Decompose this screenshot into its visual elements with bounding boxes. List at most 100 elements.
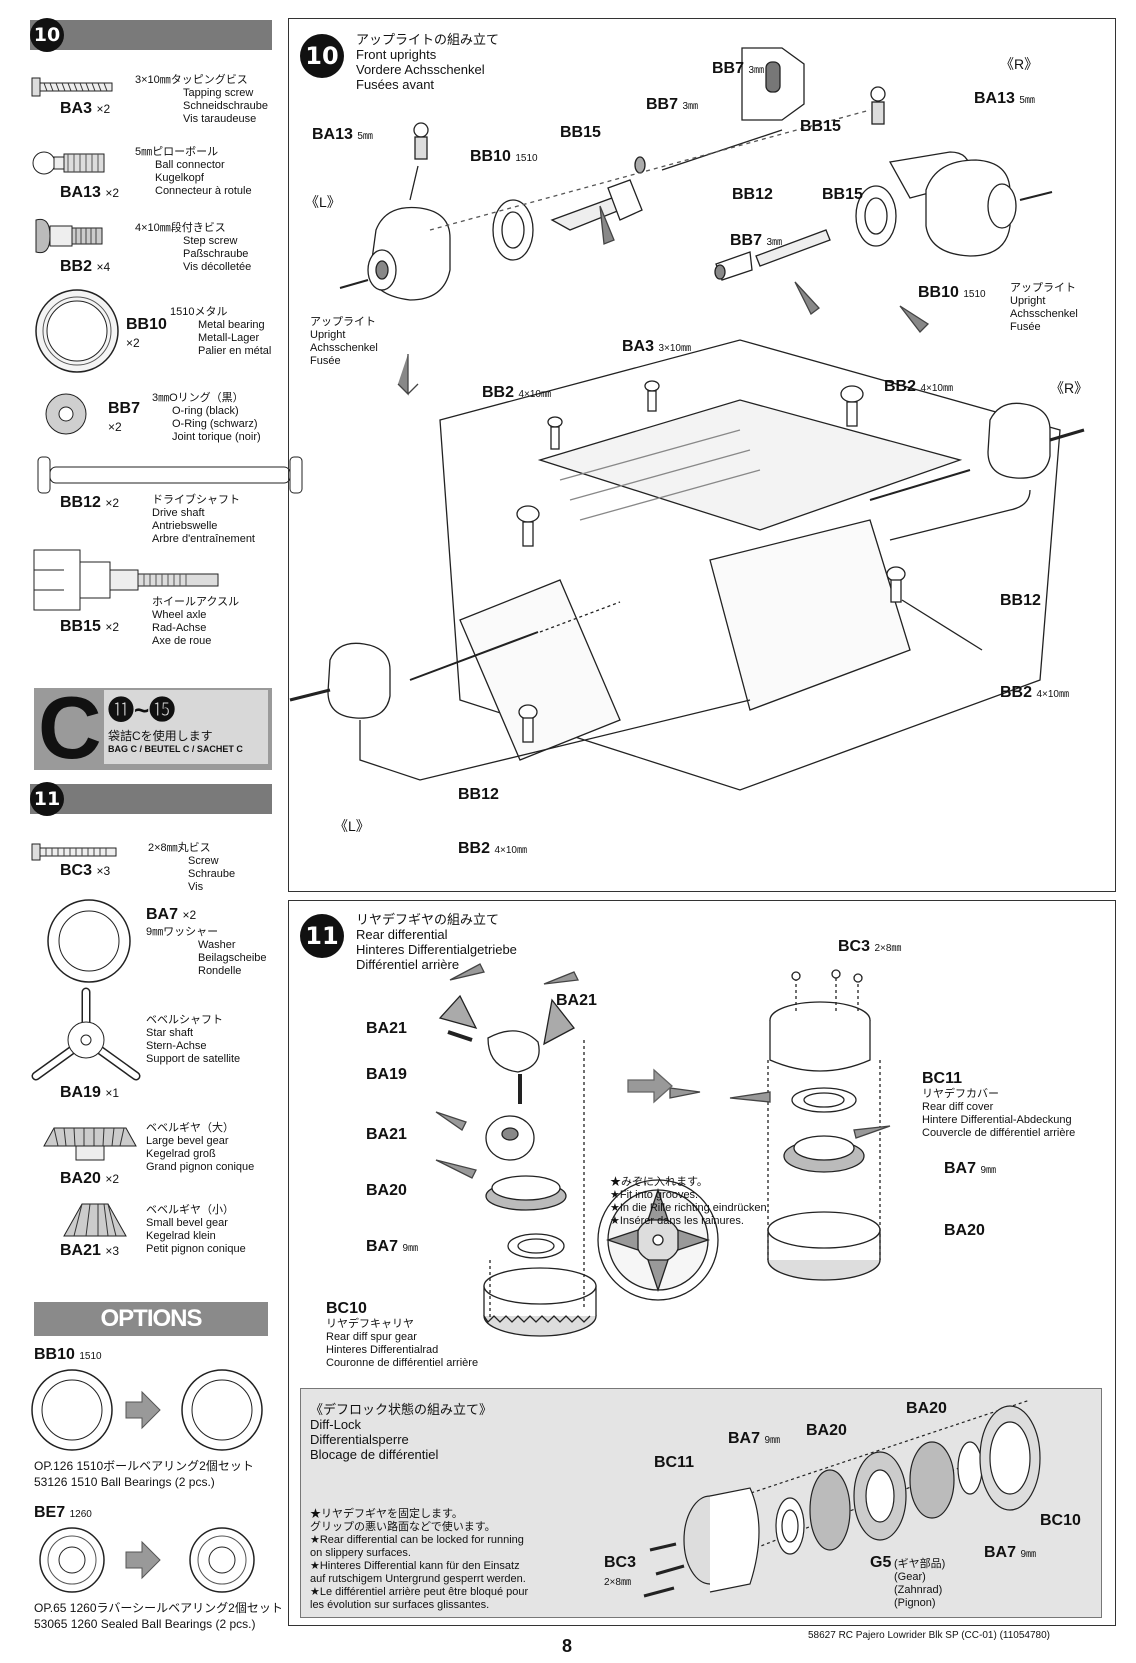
label-grooves: ★みぞに入れます。 ★Fit into grooves. ★In die Ril…	[610, 1176, 770, 1227]
part-bb12-desc: ドライブシャフト Drive shaft Antriebswelle Arbre…	[152, 494, 255, 545]
label-bb2-b: BB2 4×10㎜	[884, 378, 953, 395]
ball-connector-icon	[32, 151, 105, 175]
label-bb2-a: BB2 4×10㎜	[482, 384, 551, 401]
drive-shaft-icon	[37, 456, 303, 494]
option-bb10-code: BB10 1510	[34, 1346, 102, 1363]
label-bb12-bottom: BB12	[458, 786, 499, 803]
label-dl-g5-desc: (ギヤ部品) (Gear) (Zahnrad) (Pignon)	[894, 1558, 946, 1609]
label-bb12-top: BB12	[732, 186, 773, 203]
tapping-screw-icon	[31, 77, 113, 97]
label-ba21-a: BA21	[556, 992, 597, 1009]
label-dl-ba7-top: BA7 9㎜	[728, 1430, 781, 1447]
step-screw-icon	[35, 218, 103, 254]
label-ba21-b: BA21	[366, 1020, 407, 1037]
wheel-axle-icon	[33, 549, 219, 611]
label-ba13-right: BA13 5㎜	[974, 90, 1035, 107]
step10-title: アップライトの組み立て Front uprights Vordere Achss…	[356, 32, 500, 92]
difflock-exploded-diagram	[643, 1399, 1041, 1598]
label-ba20-right: BA20	[944, 1222, 985, 1239]
difflock-title: 《デフロック状態の組み立て》 Diff-Lock Differentialspe…	[310, 1402, 493, 1462]
part-bb10-desc: 1510メタル Metal bearing Metall-Lager Palie…	[170, 306, 272, 357]
label-bc10-desc: リヤデフキャリヤ Rear diff spur gear Hinteres Di…	[326, 1318, 479, 1369]
part-ba20-desc: ベベルギヤ（大） Large bevel gear Kegelrad groß …	[146, 1122, 255, 1173]
step10-badge: 10	[30, 18, 64, 52]
part-ba13-code: BA13 ×2	[60, 184, 120, 201]
difflock-notes: ★リヤデフギヤを固定します。 グリップの悪い路面などで使います。 ★Rear d…	[310, 1508, 529, 1611]
part-ba21-desc: ベベルギヤ（小） Small bevel gear Kegelrad klein…	[146, 1204, 246, 1255]
part-bb10-code: BB10×2	[126, 316, 167, 350]
part-bc3-desc: 2×8㎜丸ビス Screw Schraube Vis	[148, 842, 236, 893]
rear-diff-exploded-diagram	[435, 963, 891, 1337]
footer-ref: 58627 RC Pajero Lowrider Blk SP (CC-01) …	[808, 1630, 1050, 1641]
option-bb10-desc: OP.126 1510ボールベアリング2個セット 53126 1510 Ball…	[34, 1459, 254, 1489]
label-dl-ba20-mid: BA20	[806, 1422, 847, 1439]
label-bb7-top: BB7 3㎜	[712, 60, 765, 77]
label-upright-left: アップライト Upright Achsschenkel Fusée	[310, 316, 378, 367]
part-bb7-desc: 3㎜Oリング（黒） O-ring (black) O-Ring (schwarz…	[152, 392, 261, 443]
label-bb10-right: BB10 1510	[918, 284, 986, 301]
metal-bearing-icon	[35, 289, 119, 373]
label-ba3: BA3 3×10㎜	[622, 338, 691, 355]
step11-badge: 11	[30, 782, 64, 816]
label-bb15-left: BB15	[560, 124, 601, 141]
label-bb15-right: BB15	[822, 186, 863, 203]
part-ba19-code: BA19 ×1	[60, 1084, 120, 1101]
front-upright-exploded-diagram	[289, 47, 1085, 791]
label-bc11: BC11	[922, 1070, 963, 1087]
option-sealed-bearing-icon	[39, 1527, 255, 1593]
part-ba7-desc: 9㎜ワッシャー Washer Beilagscheibe Rondelle	[146, 926, 267, 977]
label-bc3-top: BC3 2×8㎜	[838, 938, 902, 955]
washer-icon	[47, 899, 131, 983]
label-dl-g5: G5	[870, 1554, 892, 1571]
step10-panel-badge: 10	[300, 34, 344, 78]
option-be7-desc: OP.65 1260ラバーシールベアリング2個セット 53065 1260 Se…	[34, 1601, 283, 1631]
label-dl-bc10: BC10	[1040, 1512, 1081, 1529]
label-bb10-left: BB10 1510	[470, 148, 538, 165]
step11-panel	[288, 900, 1116, 1626]
part-bc3-code: BC3 ×3	[60, 862, 111, 879]
label-l-top: 《L》	[305, 194, 341, 210]
label-ba7-left: BA7 9㎜	[366, 1238, 419, 1255]
label-bb7-right: BB7 3㎜	[730, 232, 783, 249]
label-ba19: BA19	[366, 1066, 407, 1083]
part-ba3-code: BA3 ×2	[60, 100, 111, 117]
label-bb2-d: BB2 4×10㎜	[458, 840, 527, 857]
label-bc11-desc: リヤデフカバー Rear diff cover Hintere Differen…	[922, 1088, 1076, 1139]
label-r-top: 《R》	[1000, 56, 1039, 72]
page-number: 8	[562, 1636, 573, 1656]
label-ba21-c: BA21	[366, 1126, 407, 1143]
part-ba20-code: BA20 ×2	[60, 1170, 120, 1187]
bag-info: ⓫~⓯ 袋詰Cを使用します BAG C / BEUTEL C / SACHET …	[104, 690, 268, 764]
label-bb12-right: BB12	[1000, 592, 1041, 609]
large-bevel-gear-icon	[43, 1127, 137, 1161]
part-ba13-desc: 5㎜ピローボール Ball connector Kugelkopf Connec…	[135, 146, 252, 197]
part-bb7-code: BB7×2	[108, 400, 141, 434]
label-l-bottom: 《L》	[334, 818, 370, 834]
bag-label: BAG C / BEUTEL C / SACHET C	[108, 744, 243, 754]
part-ba7-code: BA7 ×2	[146, 906, 197, 923]
part-bb2-code: BB2 ×4	[60, 258, 111, 275]
option-be7-code: BE7 1260	[34, 1504, 92, 1521]
label-upright-right: アップライト Upright Achsschenkel Fusée	[1010, 282, 1078, 333]
part-ba19-desc: ベベルシャフト Star shaft Stern-Achse Support d…	[146, 1014, 241, 1065]
label-bc10: BC10	[326, 1300, 367, 1317]
o-ring-icon	[45, 393, 87, 435]
options-header: OPTIONS	[34, 1302, 268, 1336]
label-dl-ba7-bottom: BA7 9㎜	[984, 1544, 1037, 1561]
part-bb15-code: BB15 ×2	[60, 618, 120, 635]
label-bb7-mid: BB7 3㎜	[646, 96, 699, 113]
step11-panel-badge: 11	[300, 914, 344, 958]
step11-title: リヤデフギヤの組み立て Rear differential Hinteres D…	[356, 912, 517, 972]
label-ba13-left: BA13 5㎜	[312, 126, 373, 143]
bag-letter: C	[38, 678, 102, 777]
label-bb2-c: BB2 4×10㎜	[1000, 684, 1069, 701]
bag-c-panel: C ⓫~⓯ 袋詰Cを使用します BAG C / BEUTEL C / SACHE…	[34, 680, 272, 776]
bag-steps: ⓫~⓯	[108, 695, 176, 725]
star-shaft-icon	[31, 987, 141, 1081]
label-ba20-left: BA20	[366, 1182, 407, 1199]
small-bevel-gear-icon	[63, 1203, 127, 1237]
part-bb2-desc: 4×10㎜段付きビス Step screw Paßschraube Vis dé…	[135, 222, 252, 273]
option-bearing-icon	[31, 1369, 263, 1451]
part-bb15-desc: ホイールアクスル Wheel axle Rad-Achse Axe de rou…	[152, 596, 240, 647]
label-dl-bc11: BC11	[654, 1454, 695, 1471]
